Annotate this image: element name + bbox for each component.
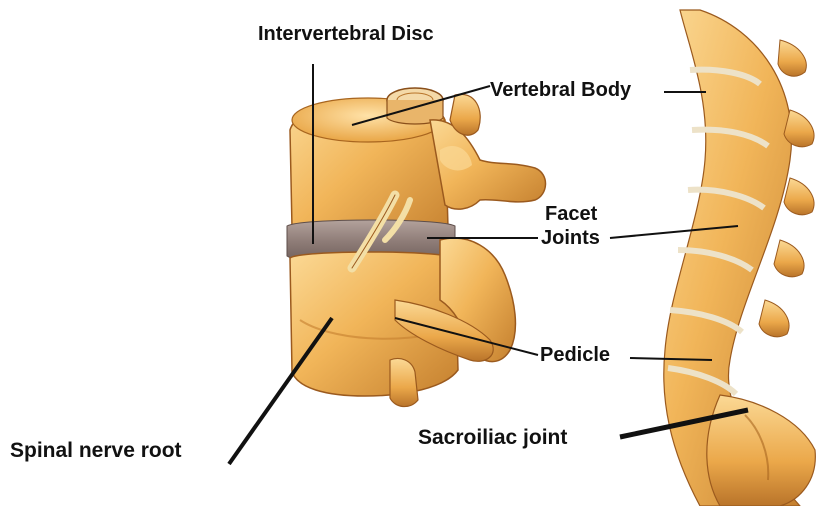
upper-facet (450, 94, 480, 135)
sacrum (707, 395, 816, 506)
label-intervertebral-disc: Intervertebral Disc (258, 24, 434, 45)
label-sacroiliac-joint: Sacroiliac joint (418, 427, 567, 449)
label-vertebral-body: Vertebral Body (490, 80, 631, 101)
label-facet-joints-line1: Facet (545, 204, 597, 225)
vertebra-segment (287, 88, 546, 407)
label-spinal-nerve-root: Spinal nerve root (10, 440, 182, 462)
label-facet-joints-line2: Joints (541, 228, 600, 249)
spine-column (664, 10, 816, 506)
label-pedicle: Pedicle (540, 345, 610, 366)
